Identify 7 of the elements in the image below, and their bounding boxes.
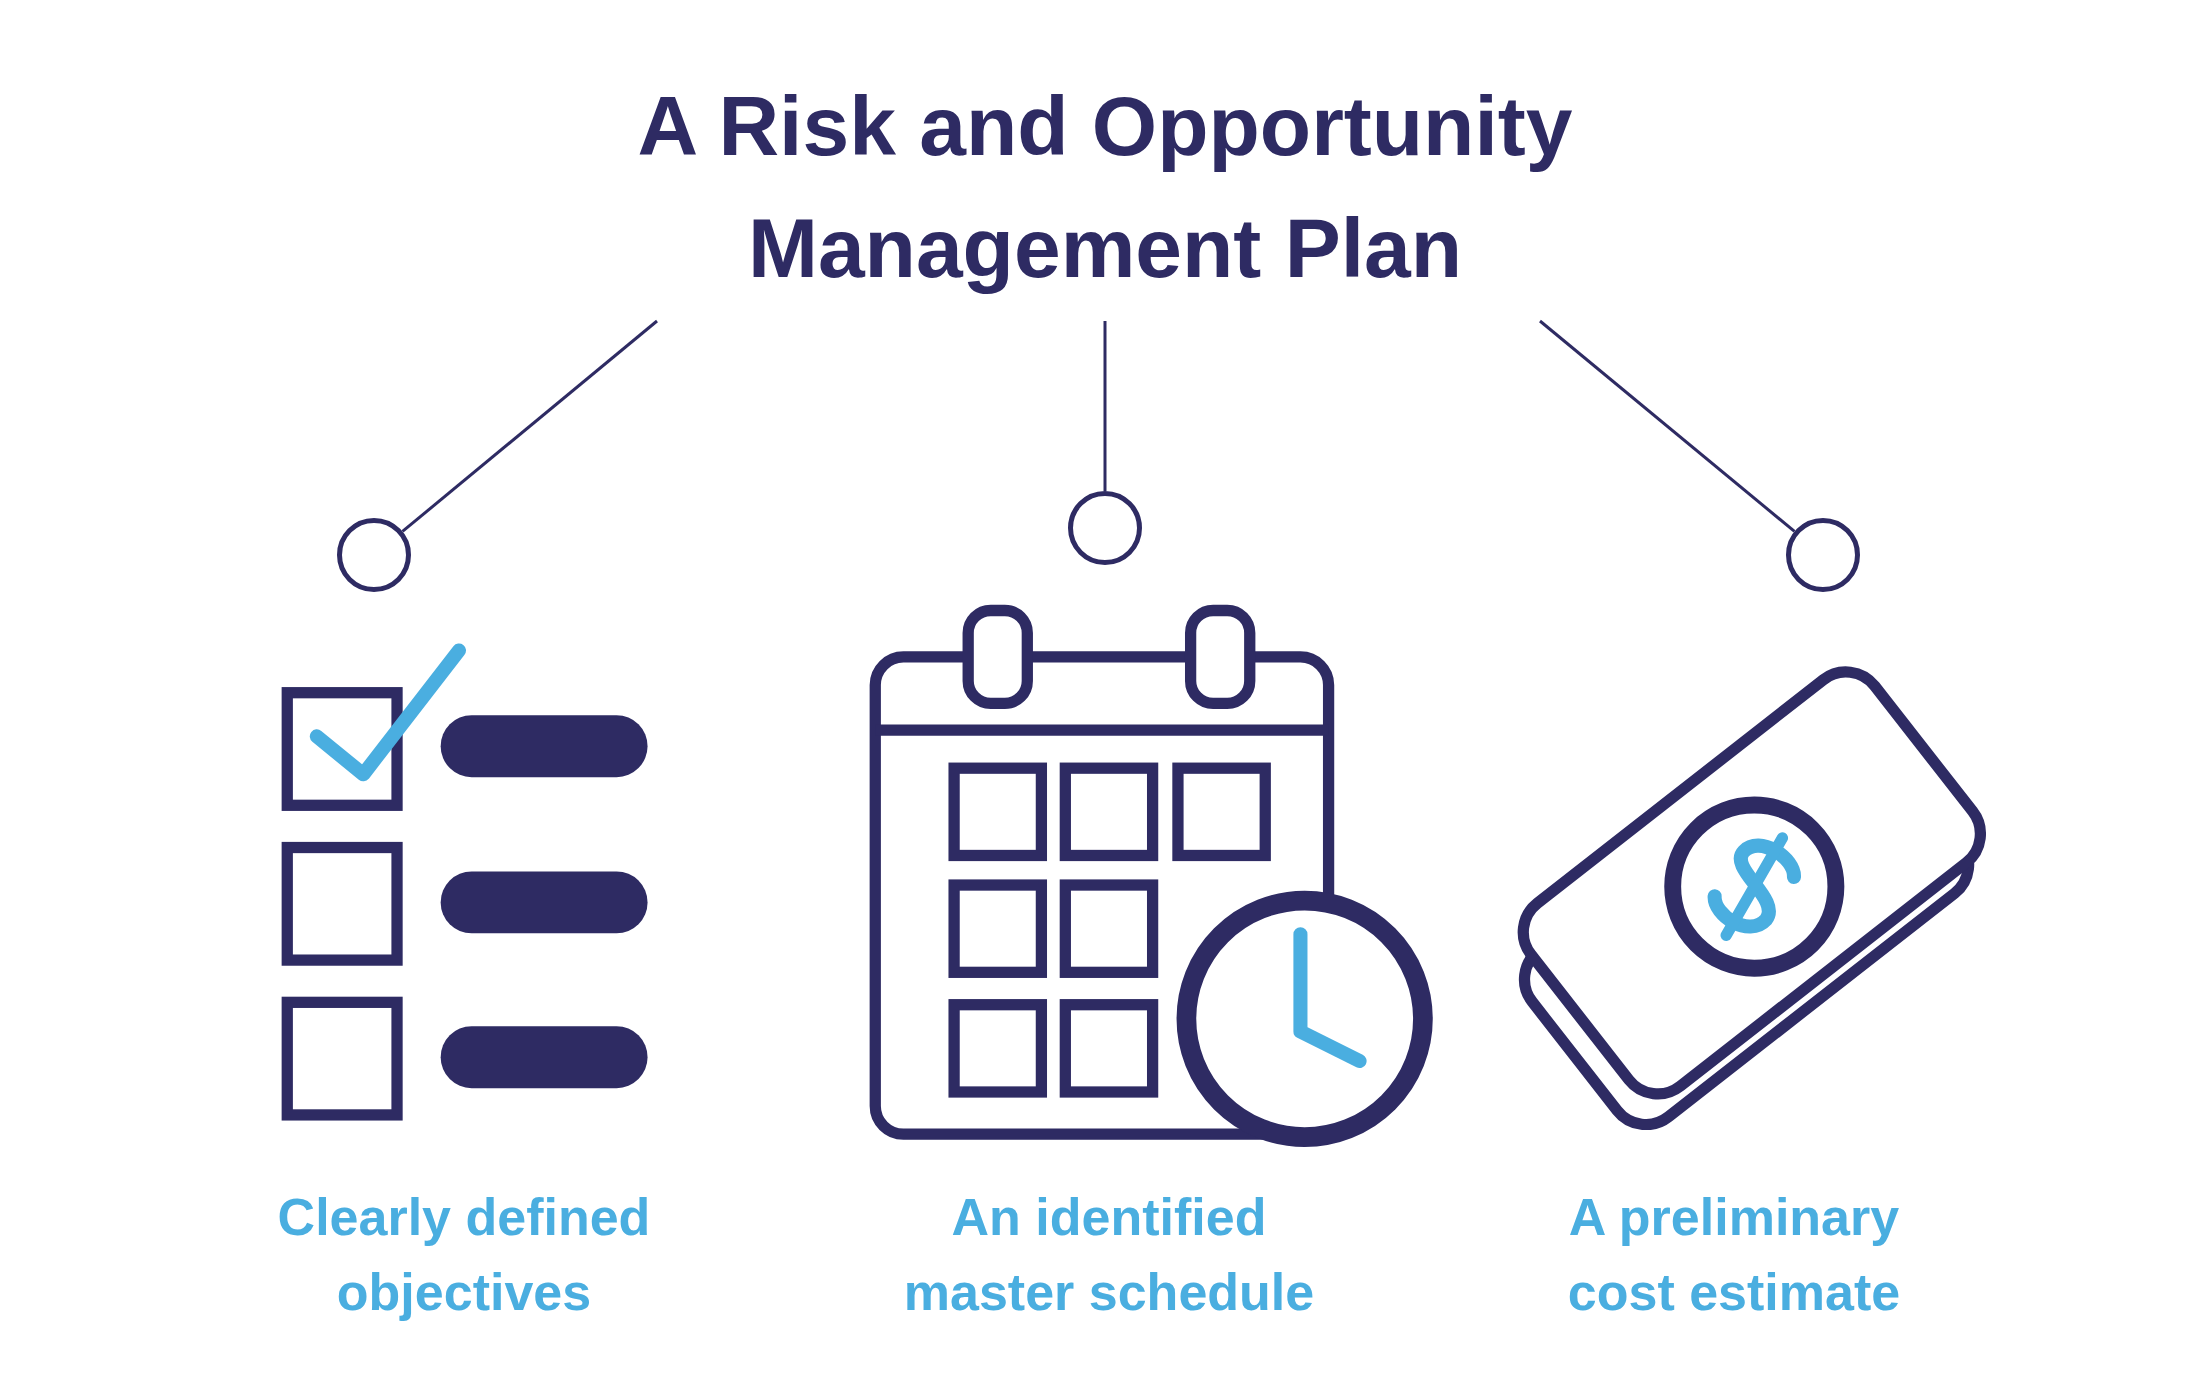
caption-text: Clearly defined objectives [276, 1187, 652, 1324]
connector-line [1539, 319, 1796, 533]
node-label: A Risk and Opportunity Management Plan [636, 78, 1574, 297]
caption-text: An identified master schedule [902, 1187, 1316, 1324]
caption-text: A preliminary cost estimate [1566, 1187, 1902, 1324]
connector-line [401, 319, 658, 533]
connector-line [1103, 321, 1107, 491]
